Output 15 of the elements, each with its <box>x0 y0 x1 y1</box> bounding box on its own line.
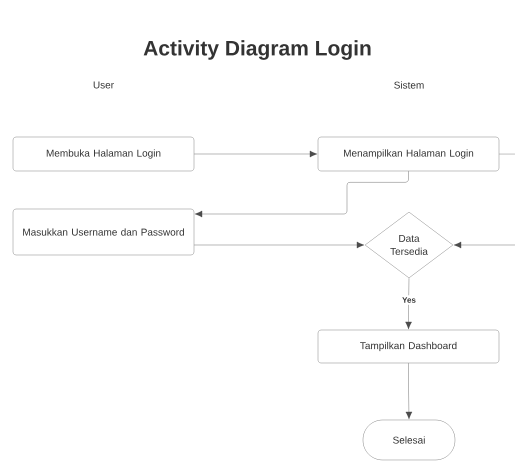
arrow <box>406 363 412 420</box>
lane-label: Sistem <box>394 81 424 89</box>
lane-label: User <box>94 82 114 88</box>
activity-box: Masukkan Username dan Password <box>12 208 194 256</box>
arrow <box>194 171 409 218</box>
edge-label: Yes <box>400 295 418 305</box>
activity-box: Tampilkan Dashboard <box>318 330 500 364</box>
arrow <box>194 150 318 158</box>
title: Activity Diagram Login <box>144 40 371 60</box>
activity-box: Membuka Halaman Login <box>12 136 194 172</box>
arrow <box>405 278 412 330</box>
activity-box: Menampilkan Halaman Login <box>318 136 500 172</box>
arrow <box>454 242 515 248</box>
end-terminator: Selesai <box>362 420 456 460</box>
arrow <box>194 242 364 248</box>
